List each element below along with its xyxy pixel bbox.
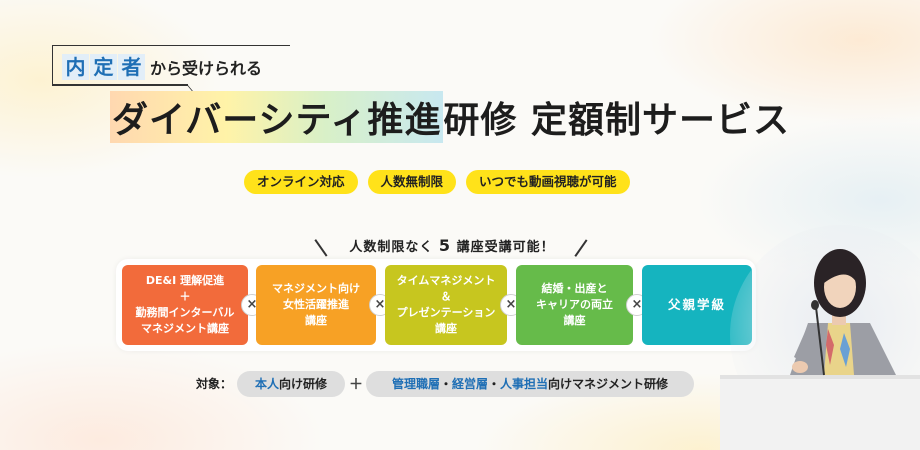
title-rest: 研修 定額制サービス <box>443 100 790 141</box>
slash-decoration-left <box>314 239 328 257</box>
subtitle-char: 者 <box>118 54 145 80</box>
course-card-career-balance: 結婚・出産と キャリアの両立 講座 <box>516 265 633 345</box>
target-pill-management: 管理職層・経営層・人事担当向けマネジメント研修 <box>366 371 694 397</box>
subtitle-char: 定 <box>90 54 117 80</box>
target-executives: 経営層 <box>451 377 488 391</box>
target-pill-management-rest: 向けマネジメント研修 <box>548 377 669 391</box>
target-label: 対象： <box>196 377 233 391</box>
courses-note-before: 人数制限なく <box>349 240 434 255</box>
speech-bubble-frame <box>52 45 290 85</box>
feature-tag: オンライン対応 <box>244 170 358 194</box>
feature-tag: 人数無制限 <box>367 170 457 194</box>
title-highlight: ダイバーシティ推進 <box>110 91 444 143</box>
target-separator: ・ <box>488 377 501 391</box>
target-pill-self: 本人向け研修 <box>237 371 345 397</box>
feature-tag: いつでも動画視聴が可能 <box>466 170 630 194</box>
course-card-women-leadership: マネジメント向け 女性活躍推進 講座 <box>256 265 376 345</box>
plus-icon: ＋ <box>349 377 363 393</box>
slash-decoration-right <box>574 239 588 257</box>
target-separator: ・ <box>439 377 452 391</box>
course-card-time-management: タイムマネジメント ＆ プレゼンテーション 講座 <box>385 265 507 345</box>
course-card-dei: DE&I 理解促進 ＋ 勤務間インターバル マネジメント講座 <box>122 265 248 345</box>
subtitle-char: 内 <box>62 54 89 80</box>
target-pill-self-highlight: 本人 <box>254 377 279 391</box>
courses-note: 人数制限なく 5 講座受講可能！ <box>332 236 572 255</box>
subtitle-rest: から受けられる <box>150 59 263 78</box>
target-hr: 人事担当 <box>500 377 549 391</box>
courses-note-number: 5 <box>438 236 452 255</box>
speaker-photo <box>720 225 920 450</box>
page-title: ダイバーシティ推進 研修 定額制サービス <box>110 91 790 143</box>
subtitle: 内 定 者 から受けられる <box>62 54 262 80</box>
speech-bubble-bottom-line <box>52 84 188 86</box>
courses-note-after: 講座受講可能！ <box>456 240 555 255</box>
feature-tags: オンライン対応 人数無制限 いつでも動画視聴が可能 <box>244 170 630 194</box>
target-pill-self-rest: 向け研修 <box>279 377 328 391</box>
target-management: 管理職層 <box>391 377 440 391</box>
